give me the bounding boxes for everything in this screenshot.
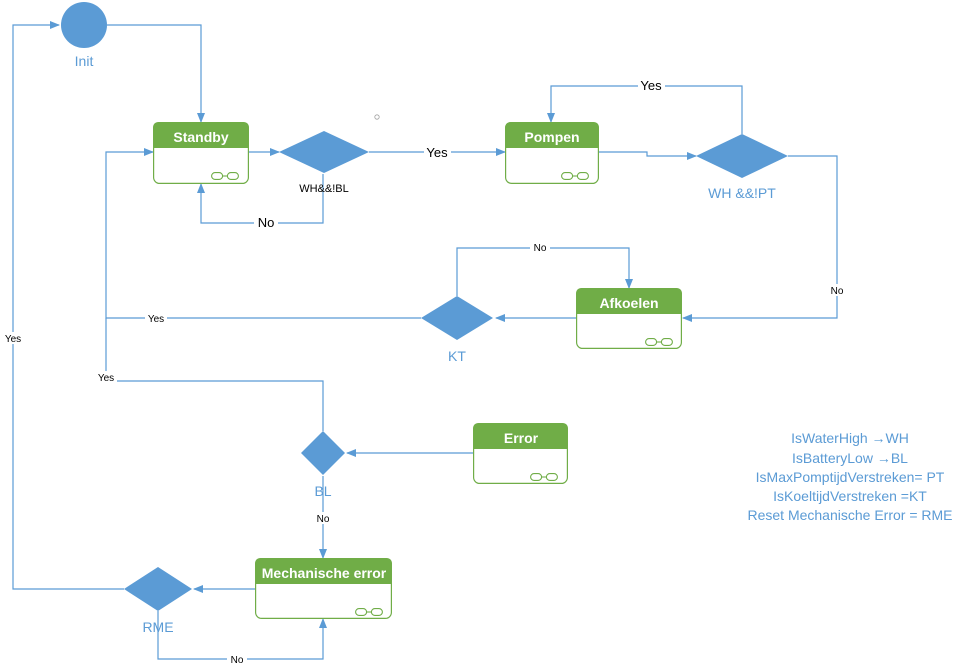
standby-title: Standby <box>173 129 228 145</box>
state-error: Error <box>473 423 569 485</box>
decision-kt: KT <box>421 296 493 364</box>
stray-dot <box>374 114 380 120</box>
label-no-d1: No <box>258 215 275 230</box>
decision-d2: WH &&!PT <box>696 134 788 201</box>
mech-error-title: Mechanische error <box>262 565 387 581</box>
decision-d1: WH&&!BL <box>279 131 369 195</box>
init-circle <box>61 2 107 48</box>
link-icon <box>211 172 239 180</box>
state-standby: Standby <box>153 121 250 184</box>
init-label: Init <box>75 53 94 69</box>
state-afkoelen: Afkoelen <box>575 288 682 350</box>
label-yes-d2: Yes <box>640 78 662 93</box>
error-title: Error <box>504 430 539 446</box>
edge-init-standby <box>107 24 205 123</box>
edge-pompen-d2 <box>599 151 697 160</box>
link-icon <box>530 473 558 481</box>
label-yes-bl: Yes <box>98 373 114 384</box>
legend-line-pt: IsMaxPomptijdVerstreken= PT <box>756 469 945 485</box>
edge-labels: Yes No Yes No No Yes Yes No No Yes <box>2 78 847 666</box>
kt-label: KT <box>448 348 466 364</box>
link-icon <box>561 172 589 180</box>
bl-label: BL <box>314 483 331 499</box>
link-icon <box>355 608 383 616</box>
label-no-d2: No <box>831 286 844 297</box>
d2-label: WH &&!PT <box>708 185 776 201</box>
label-no-bl: No <box>317 514 330 525</box>
label-yes-d1: Yes <box>426 145 448 160</box>
edge-kt-standby <box>105 148 421 319</box>
init-node: Init <box>61 2 107 69</box>
link-icon <box>645 338 673 346</box>
legend-line-kt: IsKoeltijdVerstreken =KT <box>773 488 927 504</box>
afkoelen-title: Afkoelen <box>599 295 658 311</box>
legend: IsWaterHigh →WH IsBatteryLow →BL IsMaxPo… <box>747 430 952 523</box>
edge-rme-init <box>12 21 124 590</box>
rme-label: RME <box>142 619 173 635</box>
edges <box>12 21 838 660</box>
label-no-rme: No <box>231 655 244 666</box>
label-no-kt: No <box>534 243 547 254</box>
pompen-title: Pompen <box>524 129 579 145</box>
edge-bl-standby <box>105 318 324 431</box>
legend-line-wh: IsWaterHigh →WH <box>791 430 909 446</box>
state-pompen: Pompen <box>505 121 600 184</box>
d1-label: WH&&!BL <box>299 183 349 195</box>
label-yes-kt: Yes <box>148 314 164 325</box>
decision-bl: BL <box>301 431 345 499</box>
label-yes-rme: Yes <box>5 334 21 345</box>
state-mech-error: Mechanische error <box>255 557 393 619</box>
legend-line-bl: IsBatteryLow →BL <box>792 450 908 466</box>
edge-d2-afkoelen <box>682 155 838 322</box>
decision-rme: RME <box>124 567 192 635</box>
legend-line-rme: Reset Mechanische Error = RME <box>747 507 952 523</box>
